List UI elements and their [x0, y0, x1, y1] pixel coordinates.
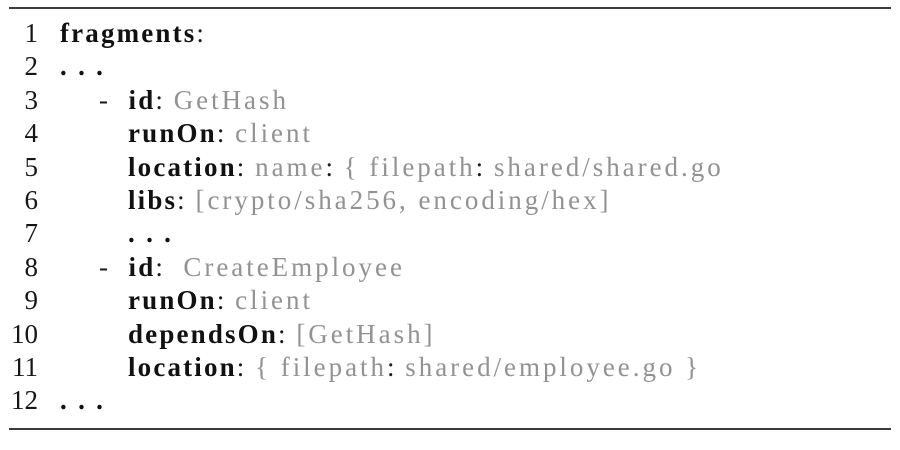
code-segment-punct: - — [99, 84, 110, 115]
code-segment-key: fragments — [60, 18, 197, 48]
code-segment-punct: - — [99, 251, 110, 282]
code-content: runOn: client — [60, 117, 313, 150]
code-line: 3 - id: GetHash — [0, 84, 900, 117]
code-segment-value: { filepath — [245, 351, 387, 382]
code-segment-value: client — [225, 118, 313, 149]
code-line: 4 runOn: client — [0, 117, 900, 150]
code-segment-value: shared/employee.go } — [395, 351, 702, 382]
code-segment-value — [109, 85, 128, 115]
code-segment-value: name — [245, 151, 326, 182]
code-segment-key: id — [128, 251, 156, 282]
code-segment-punct: : — [216, 285, 226, 316]
line-number: 8 — [24, 251, 39, 282]
code-segment-value: GetHash — [163, 84, 289, 115]
code-segment-value: [crypto/sha256, encoding/hex] — [185, 184, 612, 215]
code-line: 5 location: name: { filepath: shared/shar… — [0, 151, 900, 184]
code-segment-punct: : — [278, 318, 287, 349]
line-number: 3 — [24, 84, 39, 115]
code-segment-punct: : — [475, 151, 485, 182]
line-number: 5 — [24, 151, 39, 182]
code-segment-key: location — [128, 351, 237, 382]
line-number: 9 — [24, 285, 39, 316]
line-number: 2 — [24, 51, 39, 82]
code-segment-punct: : — [216, 118, 226, 149]
code-segment-punct: : — [236, 151, 246, 182]
line-number: 10 — [11, 318, 38, 349]
code-content: location: name: { filepath: shared/share… — [60, 151, 724, 184]
top-rule — [9, 7, 891, 9]
code-content: ... — [60, 384, 114, 417]
code-segment-punct: : — [325, 151, 335, 182]
code-segment-punct: : — [236, 351, 246, 382]
code-line: 1 fragments: — [0, 17, 900, 50]
line-number: 12 — [11, 385, 38, 416]
code-segment-value: [GetHash] — [286, 318, 436, 349]
code-content: libs: [crypto/sha256, encoding/hex] — [60, 184, 612, 217]
code-segment-value — [109, 252, 128, 282]
code-segment-key: runOn — [128, 285, 217, 316]
code-line: 9 runOn: client — [0, 284, 900, 317]
code-line: 12... — [0, 384, 900, 417]
code-content: dependsOn: [GetHash] — [60, 318, 436, 351]
code-line: 11 location: { filepath: shared/employee.… — [0, 351, 900, 384]
code-segment-punct: : — [155, 84, 164, 115]
code-content: runOn: client — [60, 284, 313, 317]
code-segment-key: libs — [128, 184, 178, 215]
code-segment-value: { filepath — [334, 151, 476, 182]
code-segment-punct: : — [386, 351, 396, 382]
code-segment-punct: : — [196, 18, 205, 48]
code-segment-key: id — [128, 84, 156, 115]
line-number: 7 — [24, 218, 39, 249]
line-number: 6 — [24, 184, 39, 215]
code-line: 6 libs: [crypto/sha256, encoding/hex] — [0, 184, 900, 217]
code-segment-dots: ... — [128, 218, 183, 249]
code-line: 10 dependsOn: [GetHash] — [0, 318, 900, 351]
code-segment-key: dependsOn — [128, 318, 278, 349]
code-content: ... — [60, 217, 182, 250]
code-segment-key: location — [128, 151, 237, 182]
code-segment-punct: : — [177, 184, 186, 215]
line-number: 4 — [24, 118, 39, 149]
line-number: 1 — [24, 18, 39, 48]
line-number: 11 — [12, 351, 38, 382]
code-segment-value: CreateEmployee — [163, 251, 405, 282]
code-segment-dots: ... — [60, 385, 115, 416]
code-content: - id: GetHash — [60, 84, 289, 117]
code-content: - id: CreateEmployee — [60, 251, 405, 284]
code-segment-value: client — [225, 285, 313, 316]
code-segment-value: shared/shared.go — [484, 151, 724, 182]
code-segment-dots: ... — [60, 51, 115, 82]
code-line: 7... — [0, 217, 900, 250]
bottom-rule — [9, 427, 891, 430]
code-segment-punct: : — [155, 251, 164, 282]
code-line: 2... — [0, 50, 900, 83]
code-content: fragments: — [60, 17, 205, 50]
code-content: ... — [60, 50, 114, 83]
code-line: 8 - id: CreateEmployee — [0, 251, 900, 284]
code-content: location: { filepath: shared/employee.go… — [60, 351, 701, 384]
code-segment-key: runOn — [128, 118, 217, 149]
